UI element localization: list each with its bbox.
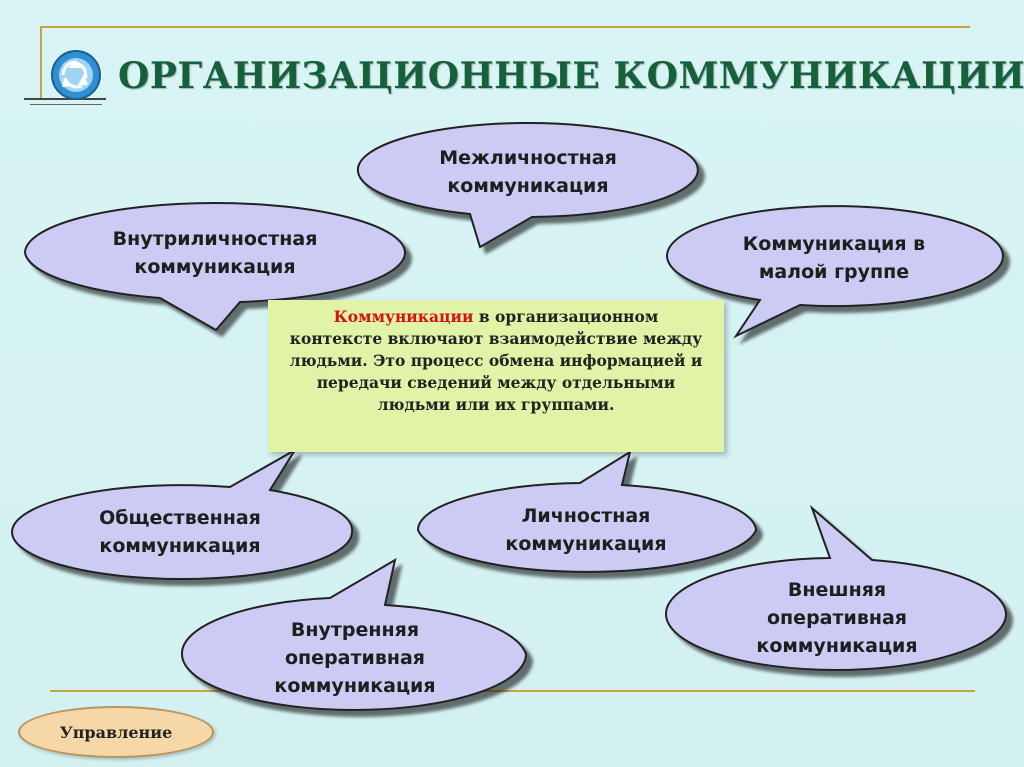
bottom-rule [50,690,975,692]
bubble-shape-interpersonal [356,122,699,249]
bubble-label-personal: Личностная коммуникация [505,505,667,555]
recycle-icon [48,48,108,102]
bubble-shape-personal [416,449,758,573]
title-underline-2 [30,104,102,105]
bubble-shape-small-group [665,205,1004,339]
bubble-label-small-group: Коммуникация в малой группе [742,233,926,283]
bubble-label-internal-operational: Внутренняя оперативная коммуникация [274,619,436,697]
bubble-shape-public [10,449,354,580]
bubble-label-public: Общественная коммуникация [99,507,261,557]
left-rule [40,26,42,98]
bubble-shape-external-operational [664,504,1008,671]
page-title: ОРГАНИЗАЦИОННЫЕ КОММУНИКАЦИИ [118,55,1024,97]
management-button[interactable]: Управление [18,706,214,758]
bubble-label-intrapersonal: Внутриличностная коммуникация [112,228,318,278]
definition-term: Коммуникации [333,307,474,326]
definition-box: Коммуникации в организационном контексте… [268,300,724,452]
bubble-label-external-operational: Внешняя оперативная коммуникация [756,579,918,657]
definition-text: в организационном контексте включают вза… [289,307,703,414]
bubble-shape-internal-operational [180,557,528,711]
title-underline [24,98,106,100]
top-rule [40,26,970,28]
bubble-shape-intrapersonal [23,202,407,332]
bubble-label-interpersonal: Межличностная коммуникация [439,147,617,197]
